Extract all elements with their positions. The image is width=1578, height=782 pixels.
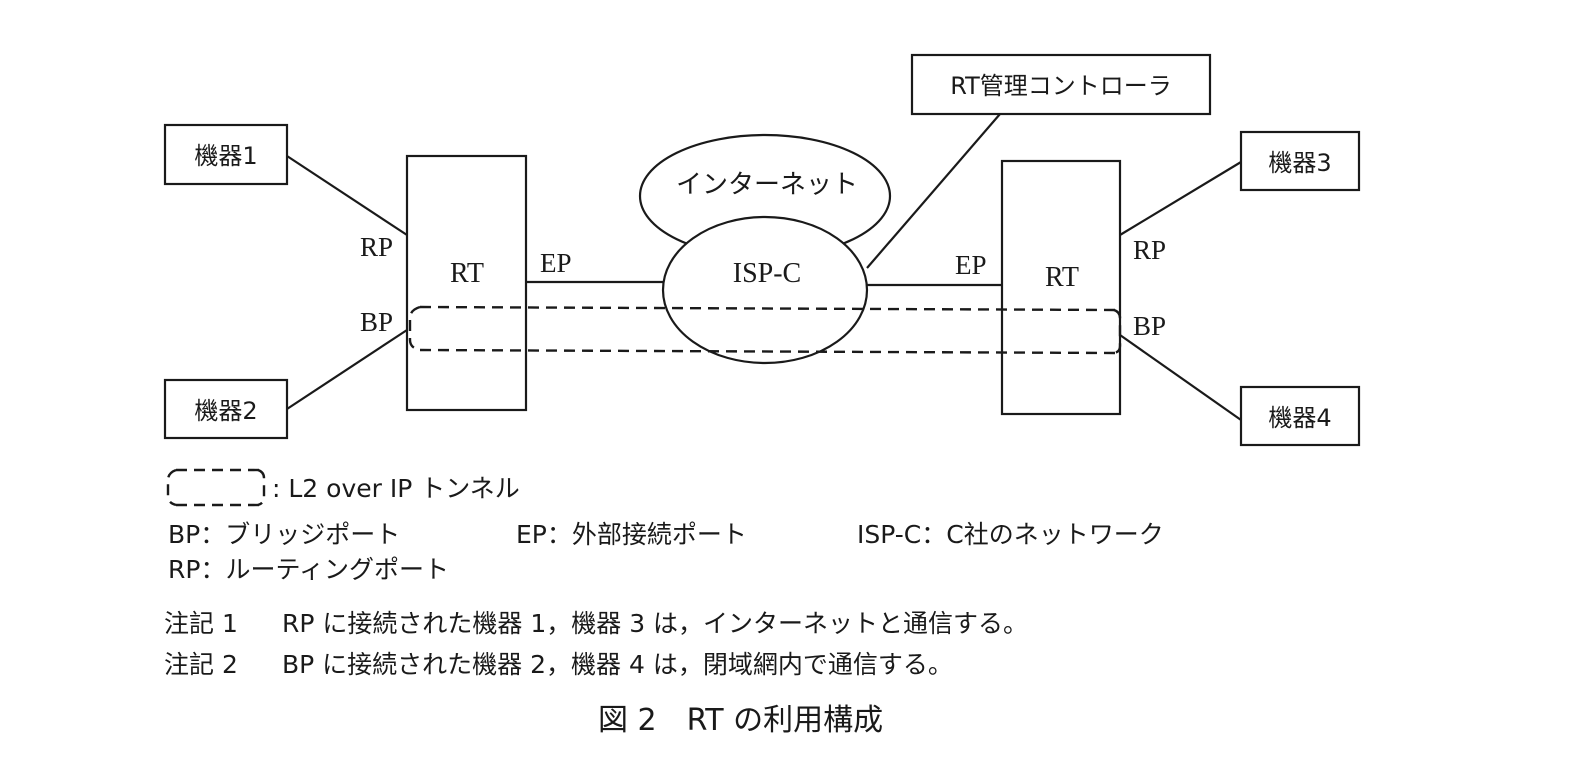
legend-tunnel-left [166,468,177,507]
legend-isp: ISP-C：C社のネットワーク [857,520,1164,549]
note-2-text: BP に接続された機器 2，機器 4 は，閉域網内で通信する。 [282,650,953,679]
tunnel-right-end [1113,308,1122,355]
device1-box [163,123,289,186]
device3-box [1239,130,1361,192]
device4-box [1239,385,1361,447]
figure-caption: 図 2 RT の利用構成 [598,703,884,738]
link-device2-bp [286,329,408,410]
right-bp-label: BP [1133,311,1166,341]
isp-c-network [661,215,869,365]
rt-right-label: RT [1045,262,1079,293]
link-rp-device3 [1119,161,1242,236]
right-ep-label: EP [955,250,987,280]
legend-rp: RP：ルーティングポート [168,555,449,584]
controller-label: RT管理コントローラ [950,72,1172,100]
tunnel-top-line [419,305,1117,312]
rt-left [405,154,528,412]
device4-label: 機器4 [1268,404,1331,432]
note-1-label: 注記 1 [164,609,238,638]
link-device1-rp [286,155,408,236]
link-bp-device4 [1119,334,1242,421]
device2-box [163,378,289,440]
link-isp-controller [866,113,1001,269]
legend-tunnel-right [257,468,266,507]
legend-tunnel-symbol [166,468,266,507]
left-ep-label: EP [540,248,572,278]
controller-box [910,53,1212,116]
legend-ep: EP：外部接続ポート [516,520,747,549]
note-1-text: RP に接続された機器 1，機器 3 は，インターネットと通信する。 [282,609,1029,638]
note-2-label: 注記 2 [164,650,238,679]
legend-tunnel-text: : L2 over IP トンネル [272,474,520,503]
device1-label: 機器1 [194,142,257,170]
left-bp-label: BP [360,307,393,337]
rt-left-label: RT [450,258,484,289]
internet-label: インターネット [676,170,858,200]
legend-bp: BP：ブリッジポート [168,520,401,549]
tunnel-bottom-line [419,348,1117,355]
left-rp-label: RP [360,232,393,262]
right-rp-label: RP [1133,235,1166,265]
isp-c-label: ISP-C [733,258,801,289]
l2-over-ip-tunnel [408,305,1122,355]
tunnel-left-end [408,305,421,352]
rt-right [1000,159,1122,416]
device2-label: 機器2 [194,397,257,425]
device3-label: 機器3 [1268,149,1331,177]
